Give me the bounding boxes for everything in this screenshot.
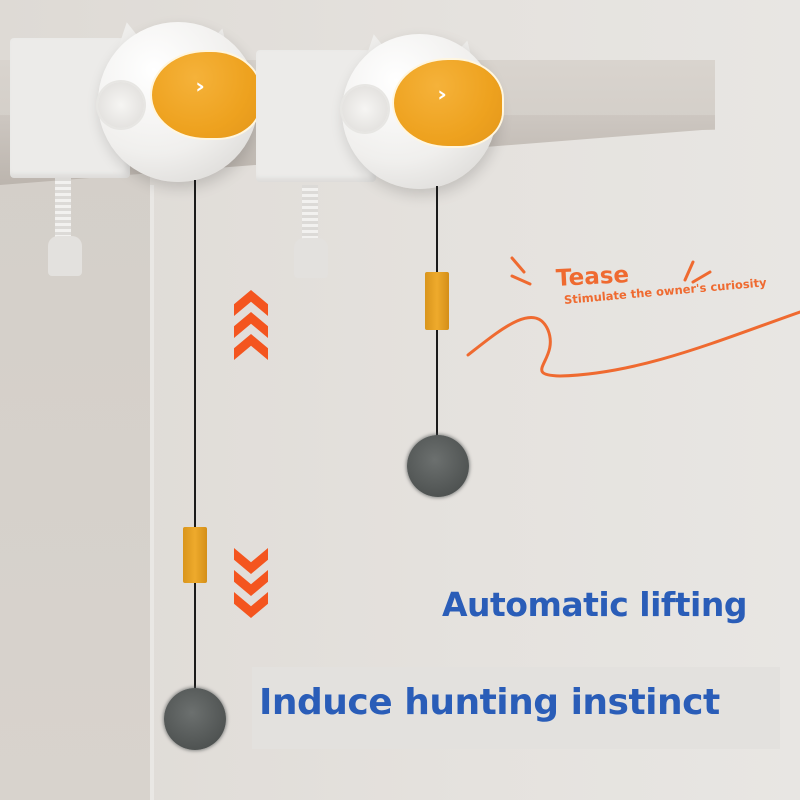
chevron-up-icon xyxy=(234,290,268,360)
side-button-left xyxy=(98,82,144,128)
toy-face-right: › xyxy=(394,60,502,146)
wall-edge xyxy=(150,185,154,800)
headline-banner xyxy=(252,667,780,749)
fluffy-ball-right xyxy=(407,435,469,497)
weight-left xyxy=(183,527,207,583)
clamp-foot-left xyxy=(48,236,82,276)
weight-right xyxy=(425,272,449,330)
teaser-toy-right: › xyxy=(342,34,502,189)
chevron-right-icon: › xyxy=(437,82,448,106)
clamp-foot-right xyxy=(294,238,328,278)
clamp-screw-left xyxy=(55,178,71,238)
side-button-right xyxy=(342,86,388,132)
chevron-right-icon: › xyxy=(195,74,206,98)
string-left xyxy=(194,180,196,690)
clamp-screw-right xyxy=(302,185,318,240)
toy-face-left: › xyxy=(152,52,260,138)
teaser-toy-left: › xyxy=(98,22,260,182)
headline-automatic-lifting: Automatic lifting xyxy=(442,585,747,624)
fluffy-ball-left xyxy=(164,688,226,750)
chevron-down-icon xyxy=(234,548,268,618)
headline-hunting-instinct: Induce hunting instinct xyxy=(259,682,720,723)
